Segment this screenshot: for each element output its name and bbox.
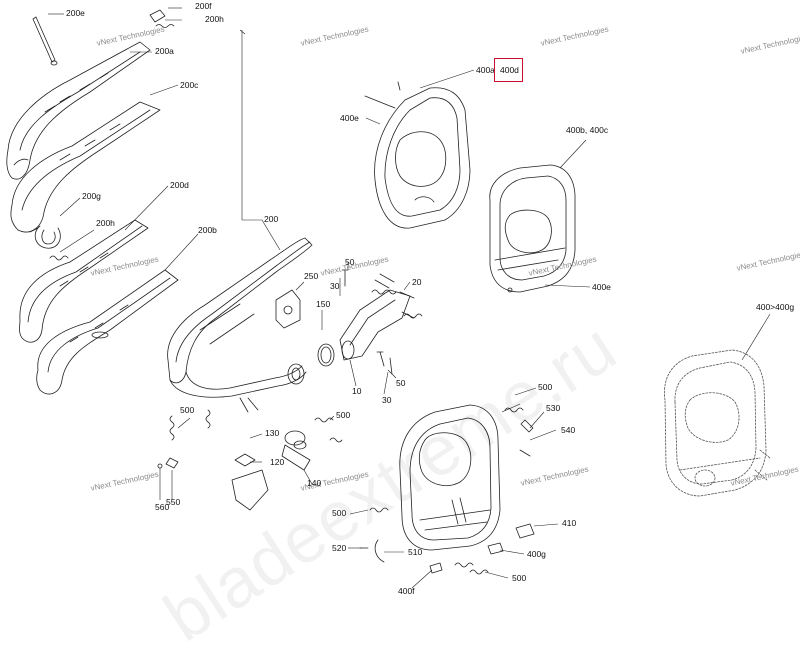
exploded-parts-diagram — [6, 7, 771, 589]
callout-50: 50 — [396, 378, 406, 388]
part-200h-spring — [49, 255, 69, 261]
callout-250: 250 — [304, 271, 319, 281]
part-200b-heat-shield — [36, 269, 179, 395]
callout-200h: 200h — [96, 218, 115, 228]
part-200c-heat-shield — [10, 101, 161, 233]
callout-530: 530 — [546, 403, 561, 413]
callout-120: 120 — [270, 457, 285, 467]
callout-400e: 400e — [340, 113, 359, 123]
part-400a-airbox-cover — [364, 81, 471, 229]
callout-400bc: 400b, 400c — [566, 125, 609, 135]
callout-400a: 400a — [476, 65, 495, 75]
part-200d-heat-shield — [19, 219, 149, 343]
part-400-airbox-assembly — [664, 349, 771, 497]
callout-200b: 200b — [198, 225, 217, 235]
part-30-50-bolts — [341, 269, 393, 375]
part-20-springs — [371, 289, 423, 319]
part-lower-airbox — [399, 404, 501, 551]
callout-500: 500 — [336, 410, 351, 420]
callout-140: 140 — [307, 478, 322, 488]
callout-30: 30 — [382, 395, 392, 405]
part-150-ring — [317, 343, 335, 367]
callout-400d: 400d — [500, 65, 519, 75]
part-530-540-550-560-small-parts — [157, 419, 534, 469]
callout-500: 500 — [512, 573, 527, 583]
callout-400g: 400g — [527, 549, 546, 559]
callout-550: 550 — [166, 497, 181, 507]
callout-10: 10 — [352, 386, 362, 396]
part-200h-spring-top — [155, 24, 175, 28]
callout-500: 500 — [538, 382, 553, 392]
part-200a-heat-shield — [6, 41, 151, 180]
callout-50: 50 — [345, 257, 355, 267]
callout-200d: 200d — [170, 180, 189, 190]
part-500-springs-and-hardware — [169, 407, 524, 575]
highlight-box — [494, 58, 523, 82]
part-200f-clip — [149, 9, 166, 23]
part-250-bracket — [275, 289, 301, 329]
callout-130: 130 — [265, 428, 280, 438]
part-10-manifold — [339, 273, 415, 361]
callout-400-range: 400>400g — [756, 302, 795, 312]
callout-400f: 400f — [398, 586, 415, 596]
callout-200c: 200c — [180, 80, 199, 90]
callout-520: 520 — [332, 543, 347, 553]
callout-560: 560 — [155, 502, 170, 512]
callout-410: 410 — [562, 518, 577, 528]
part-200-exhaust-pipe — [167, 237, 313, 413]
callout-200f: 200f — [195, 1, 212, 11]
callout-30: 30 — [330, 281, 340, 291]
callout-200g: 200g — [82, 191, 101, 201]
callout-500: 500 — [180, 405, 195, 415]
callout-20: 20 — [412, 277, 422, 287]
callout-540: 540 — [561, 425, 576, 435]
callout-200a: 200a — [155, 46, 174, 56]
part-200e-rod — [32, 16, 58, 66]
callout-500: 500 — [332, 508, 347, 518]
callout-200: 200 — [264, 214, 279, 224]
callout-510: 510 — [408, 547, 423, 557]
leader-lines — [48, 7, 771, 589]
callout-400e: 400e — [592, 282, 611, 292]
part-400bc-airbox — [489, 164, 576, 293]
callout-200h: 200h — [205, 14, 224, 24]
callout-200e: 200e — [66, 8, 85, 18]
part-200g-clamp — [34, 225, 61, 249]
callout-150: 150 — [316, 299, 331, 309]
